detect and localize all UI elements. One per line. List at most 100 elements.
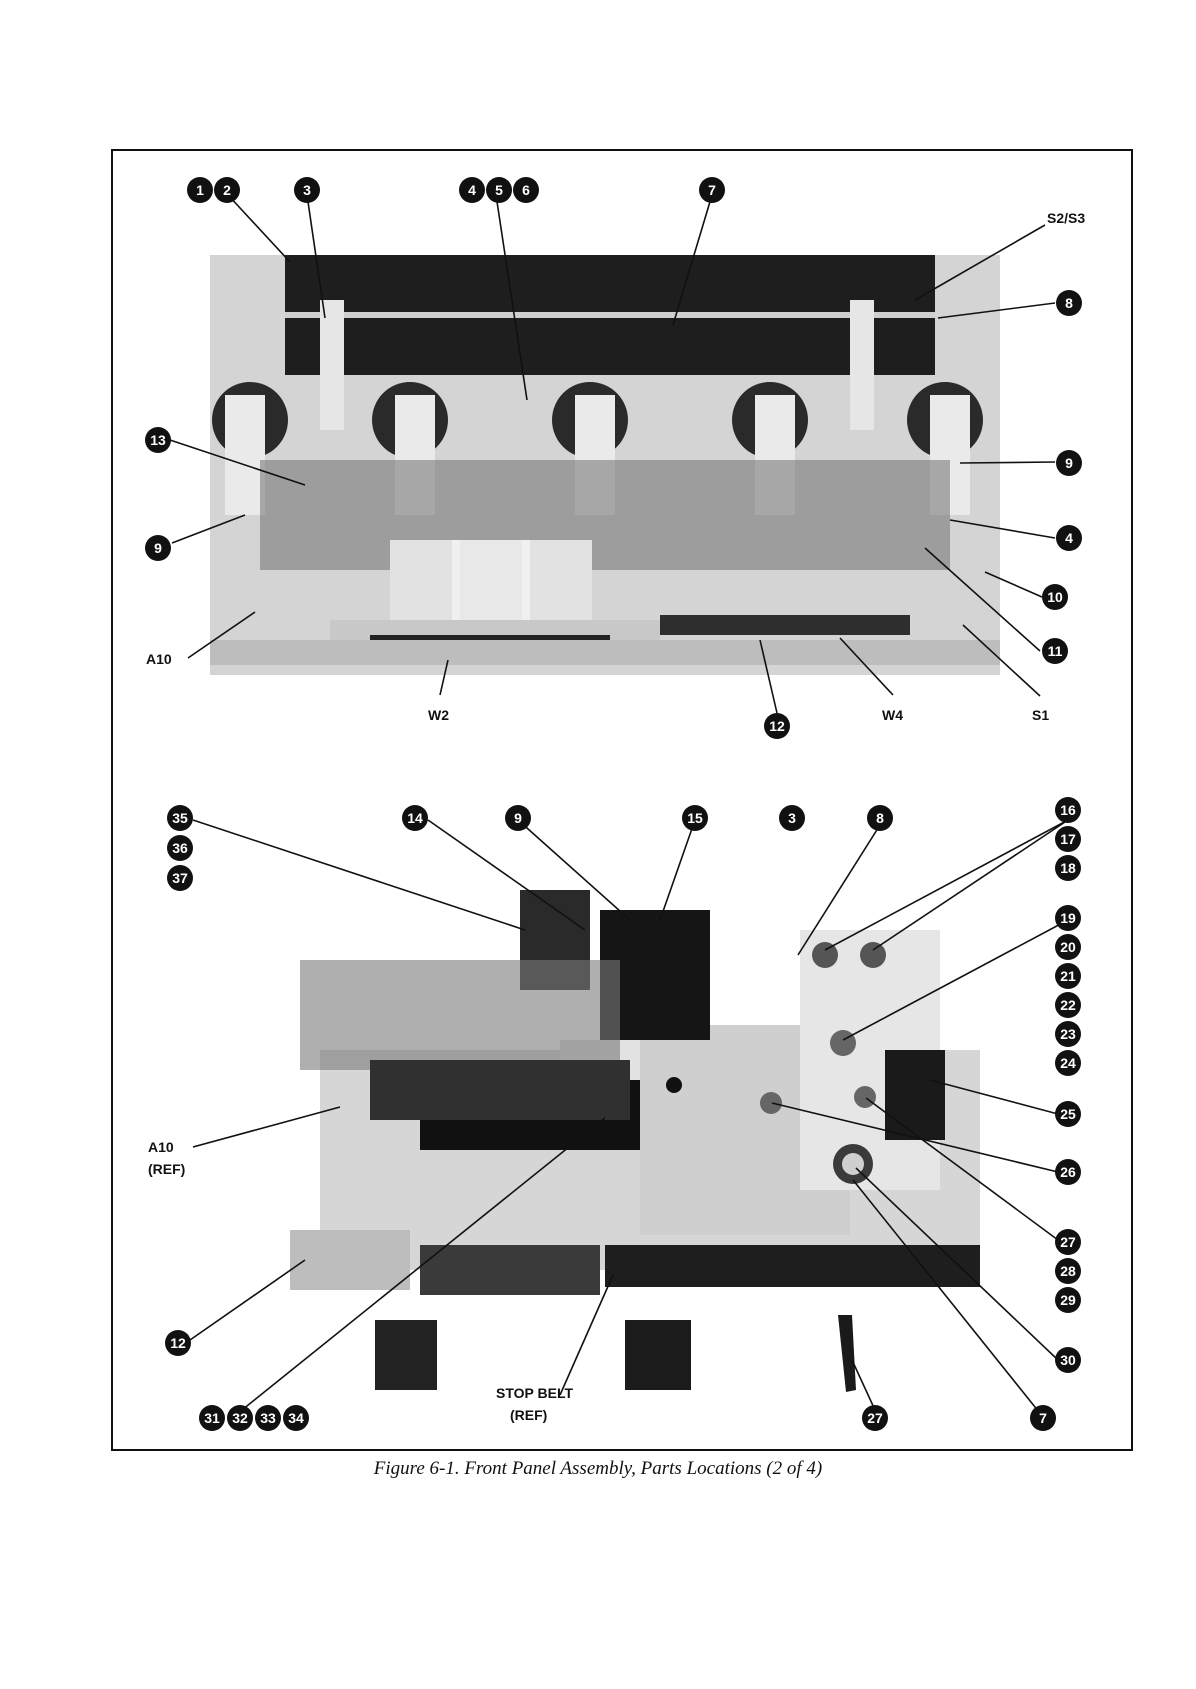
callout-6: 6 — [513, 177, 539, 203]
callout-12-bottom: 12 — [165, 1330, 191, 1356]
callout-35: 35 — [167, 805, 193, 831]
svg-text:13: 13 — [150, 432, 166, 448]
svg-text:22: 22 — [1060, 997, 1076, 1013]
svg-text:36: 36 — [172, 840, 188, 856]
svg-text:3: 3 — [788, 810, 796, 826]
callout-7-bottom: 7 — [1030, 1405, 1056, 1431]
callout-33: 33 — [255, 1405, 281, 1431]
svg-text:14: 14 — [407, 810, 423, 826]
svg-text:16: 16 — [1060, 802, 1076, 818]
callout-11: 11 — [1042, 638, 1068, 664]
svg-text:26: 26 — [1060, 1164, 1076, 1180]
bottom-photo — [290, 890, 980, 1392]
svg-text:27: 27 — [1060, 1234, 1076, 1250]
svg-text:9: 9 — [514, 810, 522, 826]
callout-36: 36 — [167, 835, 193, 861]
svg-text:24: 24 — [1060, 1055, 1076, 1071]
callout-10: 10 — [1042, 584, 1068, 610]
callout-19: 19 — [1055, 905, 1081, 931]
callout-24: 24 — [1055, 1050, 1081, 1076]
svg-text:37: 37 — [172, 870, 188, 886]
callout-21: 21 — [1055, 963, 1081, 989]
callout-31: 31 — [199, 1405, 225, 1431]
label-w2: W2 — [428, 707, 449, 723]
callout-32: 32 — [227, 1405, 253, 1431]
callout-3-bottom: 3 — [779, 805, 805, 831]
svg-text:5: 5 — [495, 182, 503, 198]
svg-text:3: 3 — [303, 182, 311, 198]
callout-34: 34 — [283, 1405, 309, 1431]
callout-8: 8 — [1056, 290, 1082, 316]
callout-9-bottom: 9 — [505, 805, 531, 831]
callout-4-right: 4 — [1056, 525, 1082, 551]
callout-14: 14 — [402, 805, 428, 831]
svg-text:21: 21 — [1060, 968, 1076, 984]
callout-18: 18 — [1055, 855, 1081, 881]
svg-text:32: 32 — [232, 1410, 248, 1426]
callout-30: 30 — [1055, 1347, 1081, 1373]
callout-17: 17 — [1055, 826, 1081, 852]
callout-5: 5 — [486, 177, 512, 203]
svg-text:15: 15 — [687, 810, 703, 826]
callout-4: 4 — [459, 177, 485, 203]
svg-text:25: 25 — [1060, 1106, 1076, 1122]
callout-12-top: 12 — [764, 713, 790, 739]
svg-text:28: 28 — [1060, 1263, 1076, 1279]
callout-9-left: 9 — [145, 535, 171, 561]
svg-text:33: 33 — [260, 1410, 276, 1426]
callout-37: 37 — [167, 865, 193, 891]
svg-text:6: 6 — [522, 182, 530, 198]
svg-text:10: 10 — [1047, 589, 1063, 605]
callout-22: 22 — [1055, 992, 1081, 1018]
callout-28: 28 — [1055, 1258, 1081, 1284]
callout-8-bottom: 8 — [867, 805, 893, 831]
svg-text:4: 4 — [1065, 530, 1073, 546]
label-stop-belt: STOP BELT — [496, 1385, 573, 1401]
callout-27-bottom: 27 — [862, 1405, 888, 1431]
label-a10-bottom: A10 — [148, 1139, 174, 1155]
callout-2: 2 — [214, 177, 240, 203]
svg-text:12: 12 — [769, 718, 785, 734]
svg-text:30: 30 — [1060, 1352, 1076, 1368]
svg-text:12: 12 — [170, 1335, 186, 1351]
svg-text:7: 7 — [708, 182, 716, 198]
callout-13: 13 — [145, 427, 171, 453]
label-a10: A10 — [146, 651, 172, 667]
svg-text:1: 1 — [196, 182, 204, 198]
svg-text:8: 8 — [876, 810, 884, 826]
figure-caption: Figure 6-1. Front Panel Assembly, Parts … — [373, 1458, 823, 1479]
svg-text:17: 17 — [1060, 831, 1076, 847]
svg-text:11: 11 — [1048, 643, 1063, 659]
svg-text:20: 20 — [1060, 939, 1076, 955]
svg-text:34: 34 — [288, 1410, 304, 1426]
callout-29: 29 — [1055, 1287, 1081, 1313]
callout-20: 20 — [1055, 934, 1081, 960]
callout-16: 16 — [1055, 797, 1081, 823]
svg-text:9: 9 — [1065, 455, 1073, 471]
callout-3: 3 — [294, 177, 320, 203]
figure-border — [111, 149, 1133, 1451]
callout-7: 7 — [699, 177, 725, 203]
callout-9-right: 9 — [1056, 450, 1082, 476]
svg-text:29: 29 — [1060, 1292, 1076, 1308]
callout-26: 26 — [1055, 1159, 1081, 1185]
svg-text:7: 7 — [1039, 1410, 1047, 1426]
svg-text:8: 8 — [1065, 295, 1073, 311]
svg-text:2: 2 — [223, 182, 231, 198]
top-photo — [210, 255, 1000, 675]
callout-23: 23 — [1055, 1021, 1081, 1047]
svg-text:18: 18 — [1060, 860, 1076, 876]
svg-text:4: 4 — [468, 182, 476, 198]
svg-text:31: 31 — [204, 1410, 220, 1426]
label-a10-ref: (REF) — [148, 1161, 185, 1177]
callout-15: 15 — [682, 805, 708, 831]
svg-text:27: 27 — [867, 1410, 883, 1426]
callout-25: 25 — [1055, 1101, 1081, 1127]
svg-text:35: 35 — [172, 810, 188, 826]
label-s1: S1 — [1032, 707, 1049, 723]
svg-text:23: 23 — [1060, 1026, 1076, 1042]
callout-1: 1 — [187, 177, 213, 203]
label-stop-belt-ref: (REF) — [510, 1407, 547, 1423]
svg-text:19: 19 — [1060, 910, 1076, 926]
